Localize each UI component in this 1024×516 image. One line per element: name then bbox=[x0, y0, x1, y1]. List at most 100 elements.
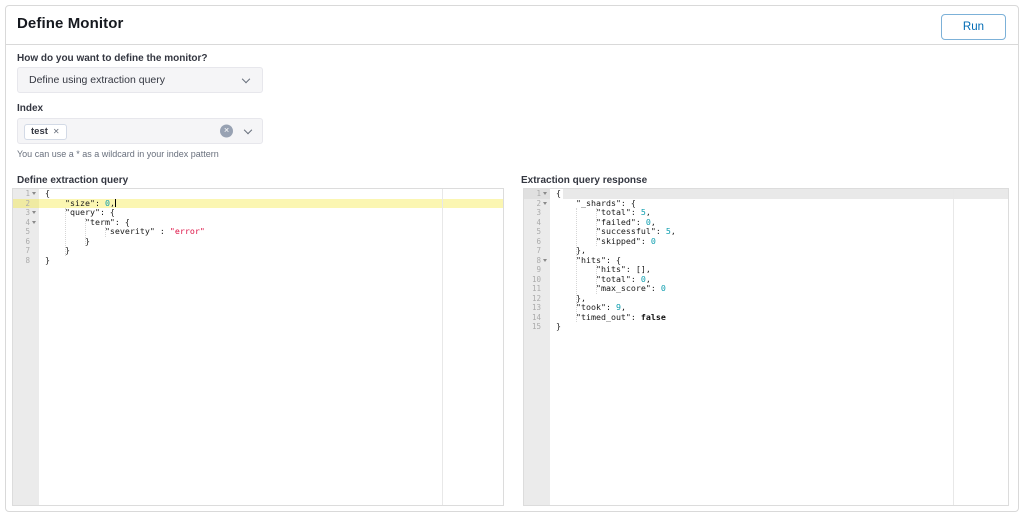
gutter-cell[interactable]: 14 bbox=[524, 313, 550, 323]
gutter-cell[interactable]: 4 bbox=[13, 218, 39, 228]
page-title: Define Monitor bbox=[17, 15, 124, 32]
code-token: } bbox=[45, 254, 50, 265]
gutter-cell[interactable]: 11 bbox=[524, 284, 550, 294]
code-line[interactable]: }, bbox=[550, 245, 1008, 256]
code-token: , bbox=[670, 226, 676, 236]
line-number: 2 bbox=[536, 198, 541, 208]
monitor-type-select[interactable]: Define using extraction query bbox=[17, 67, 263, 93]
clear-selection-icon[interactable] bbox=[220, 124, 233, 138]
code-line[interactable]: "successful": 5, bbox=[550, 226, 1008, 237]
line-number: 5 bbox=[25, 227, 30, 236]
index-help-text: You can use a * as a wildcard in your in… bbox=[17, 149, 219, 159]
indent-guide bbox=[105, 227, 106, 237]
fold-spacer bbox=[541, 227, 549, 237]
gutter-cell[interactable]: 2 bbox=[524, 199, 550, 209]
code-line[interactable]: "took": 9, bbox=[550, 302, 1008, 313]
gutter-cell[interactable]: 1 bbox=[524, 189, 550, 199]
fold-spacer bbox=[541, 313, 549, 323]
line-number: 1 bbox=[536, 189, 541, 198]
gutter-cell[interactable]: 9 bbox=[524, 265, 550, 275]
code-line[interactable]: } bbox=[39, 236, 503, 247]
editor-content[interactable]: { "size": 0, "query": { "term": { "sever… bbox=[39, 189, 503, 505]
code-line[interactable]: "failed": 0, bbox=[550, 216, 1008, 228]
code-line[interactable]: } bbox=[39, 245, 503, 256]
code-token: "took": bbox=[556, 302, 616, 312]
fold-toggle-icon[interactable] bbox=[541, 199, 549, 209]
code-line[interactable]: } bbox=[550, 321, 1008, 332]
gutter-cell[interactable]: 6 bbox=[524, 237, 550, 247]
gutter-cell[interactable]: 1 bbox=[13, 189, 39, 199]
fold-spacer bbox=[30, 227, 38, 237]
code-token: }, bbox=[556, 292, 586, 303]
code-token: , bbox=[645, 273, 651, 284]
code-line[interactable]: "_shards": { bbox=[550, 198, 1008, 209]
code-line[interactable]: "total": 0, bbox=[550, 273, 1008, 285]
indent-guide bbox=[85, 217, 86, 246]
line-number: 12 bbox=[531, 293, 541, 303]
code-token: { bbox=[556, 188, 561, 198]
gutter-cell[interactable]: 4 bbox=[524, 218, 550, 228]
gutter-cell[interactable]: 6 bbox=[13, 237, 39, 247]
remove-index-icon[interactable] bbox=[53, 125, 60, 139]
gutter-cell[interactable]: 3 bbox=[13, 208, 39, 218]
code-token: "total": bbox=[556, 273, 641, 284]
code-line[interactable]: "total": 5, bbox=[550, 207, 1008, 218]
code-line[interactable]: "size": 0, bbox=[39, 198, 503, 208]
print-margin-line bbox=[953, 189, 954, 505]
code-token: "successful": bbox=[556, 226, 666, 236]
code-token: 0 bbox=[640, 273, 646, 284]
code-line[interactable]: { bbox=[39, 189, 503, 199]
gutter-cell[interactable]: 5 bbox=[524, 227, 550, 237]
code-line[interactable]: }, bbox=[550, 292, 1008, 304]
code-line[interactable]: { bbox=[550, 189, 1008, 199]
gutter-cell[interactable]: 2 bbox=[13, 198, 39, 208]
gutter-cell[interactable]: 13 bbox=[524, 303, 550, 313]
code-line[interactable]: "term": { bbox=[39, 217, 503, 228]
fold-spacer bbox=[541, 284, 549, 294]
gutter-cell[interactable]: 15 bbox=[524, 322, 550, 332]
gutter-cell[interactable]: 10 bbox=[524, 275, 550, 285]
gutter-cell[interactable]: 12 bbox=[524, 294, 550, 304]
line-number: 10 bbox=[531, 274, 541, 284]
line-number: 6 bbox=[536, 236, 541, 246]
code-line[interactable]: "query": { bbox=[39, 207, 503, 218]
gutter-cell[interactable]: 8 bbox=[13, 256, 39, 266]
gutter-cell[interactable]: 8 bbox=[524, 256, 550, 266]
code-line[interactable]: "hits": { bbox=[550, 255, 1008, 266]
code-line[interactable]: "timed_out": false bbox=[550, 311, 1008, 323]
run-button[interactable]: Run bbox=[940, 14, 1006, 40]
gutter-cell[interactable]: 3 bbox=[524, 208, 550, 218]
line-number: 15 bbox=[531, 322, 541, 331]
code-line[interactable]: "skipped": 0 bbox=[550, 236, 1008, 247]
index-combobox[interactable]: test bbox=[17, 118, 263, 144]
line-number: 5 bbox=[536, 227, 541, 236]
editor-content[interactable]: { "_shards": { "total": 5, "failed": 0, … bbox=[550, 189, 1008, 505]
code-line[interactable]: "max_score": 0 bbox=[550, 283, 1008, 294]
gutter-cell[interactable]: 5 bbox=[13, 227, 39, 237]
code-token: "query": { bbox=[45, 207, 115, 217]
code-token: { bbox=[45, 188, 50, 198]
fold-spacer bbox=[541, 246, 549, 256]
code-token: , bbox=[650, 216, 656, 227]
code-token: "error" bbox=[169, 226, 205, 236]
code-line[interactable]: "severity" : "error" bbox=[39, 226, 503, 237]
code-token: false bbox=[640, 311, 666, 322]
line-number: 11 bbox=[531, 284, 541, 293]
fold-toggle-icon[interactable] bbox=[30, 189, 38, 199]
fold-spacer bbox=[30, 246, 38, 256]
gutter-cell[interactable]: 7 bbox=[524, 246, 550, 256]
gutter-cell[interactable]: 7 bbox=[13, 246, 39, 256]
code-line[interactable]: } bbox=[39, 254, 503, 266]
line-number: 8 bbox=[25, 255, 30, 265]
code-token: 5 bbox=[665, 226, 671, 236]
indent-guide bbox=[596, 208, 597, 246]
fold-toggle-icon[interactable] bbox=[30, 218, 38, 228]
fold-spacer bbox=[541, 294, 549, 304]
fold-toggle-icon[interactable] bbox=[541, 189, 549, 199]
code-line[interactable]: "hits": [], bbox=[550, 264, 1008, 275]
fold-toggle-icon[interactable] bbox=[30, 208, 38, 218]
fold-toggle-icon[interactable] bbox=[541, 256, 549, 266]
